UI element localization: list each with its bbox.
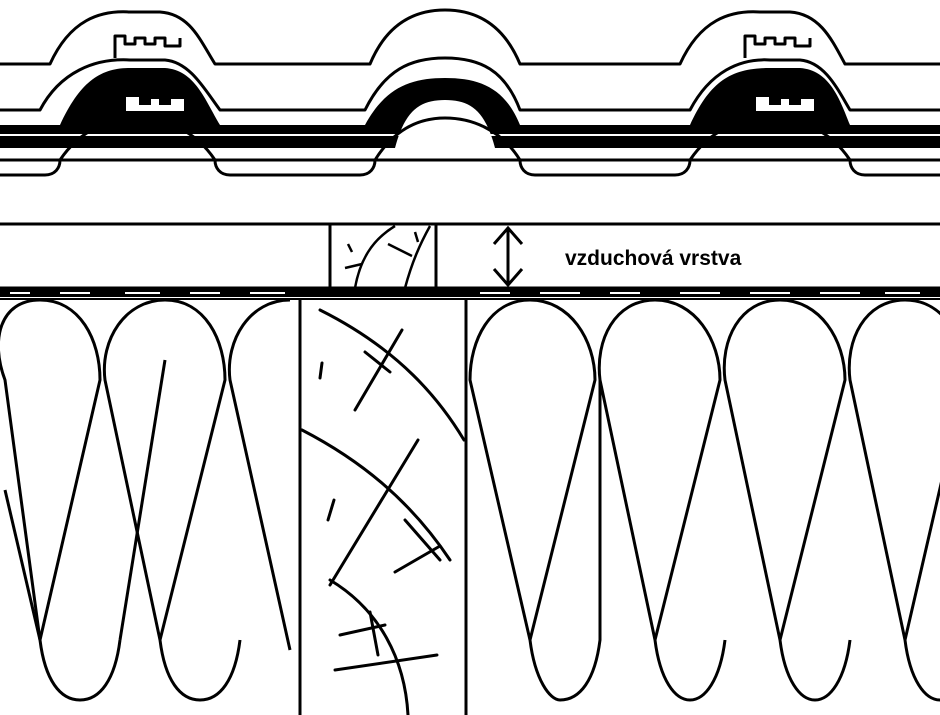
insulation-left <box>0 299 292 702</box>
air-gap-layer <box>0 222 940 290</box>
insulation-right <box>468 299 940 702</box>
double-arrow-icon <box>492 225 524 288</box>
underlay-membrane <box>0 288 940 300</box>
air-gap-label: vzduchová vrstva <box>565 247 742 270</box>
lower-tile-profile <box>0 116 940 177</box>
rafter <box>298 299 468 715</box>
counter-batten-grain <box>344 224 432 289</box>
tile-batten-band <box>0 68 940 148</box>
roof-tiles <box>0 8 940 112</box>
rafter-wood-grain <box>300 308 466 715</box>
